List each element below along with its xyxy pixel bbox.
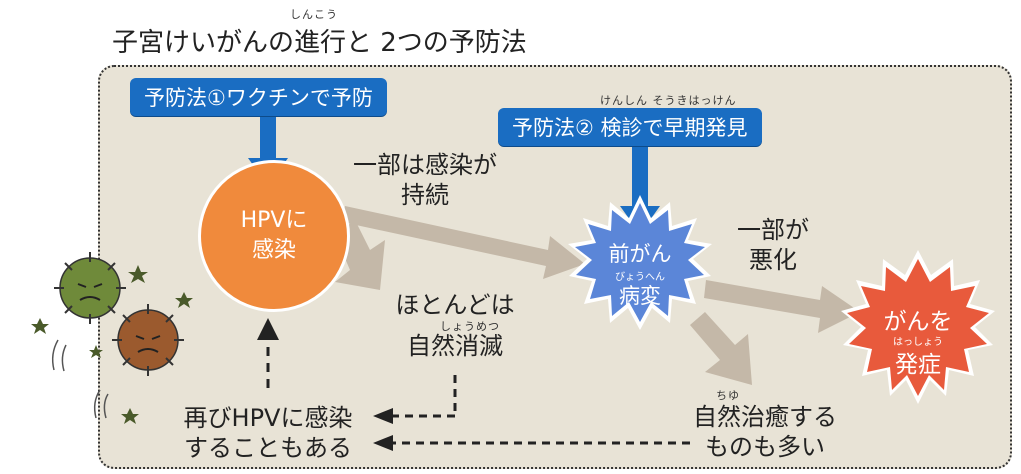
worsen-label-line2: 悪化 (749, 246, 797, 274)
heal-furigana: ちゆ (716, 389, 740, 402)
diagram-title: しんこう 子宮けいがんの進行と 2つの予防法 (112, 8, 527, 59)
hpv-label-line1: HPVに (240, 208, 308, 234)
vanish-furigana: しょうめつ (440, 320, 500, 333)
precancer-label-line2: 病変 (619, 284, 661, 308)
screening-furigana: けんしん そうきはっけん (600, 94, 737, 107)
arrow-heal (690, 312, 752, 385)
arrow-persist (342, 206, 585, 279)
vanish-label: ほとんどは しょうめつ 自然消滅 (380, 290, 530, 361)
cancer-label-line1: がんを (883, 309, 953, 335)
title-text: 子宮けいがんの進行と 2つの予防法 (112, 28, 527, 58)
motion-lines-icon (51, 339, 109, 419)
sparkle-icons (31, 265, 193, 424)
cancer-furigana: はっしょう (893, 337, 943, 348)
virus-green-icon (54, 252, 126, 324)
reinfect-label-line1: 再びHPVに感染 (183, 404, 353, 432)
precancer-furigana: びょうへん (615, 272, 665, 283)
persist-label-line2: 持続 (401, 181, 449, 209)
prevention-screening-tag: 予防法② 検診で早期発見 (498, 108, 762, 146)
precancer-label-line1: 前がん (608, 242, 672, 266)
prevention-vaccine-tag: 予防法①ワクチンで予防 (130, 78, 387, 116)
arrow-vanish-to-reinfect (373, 375, 457, 424)
persist-label: 一部は感染が 持続 (340, 150, 510, 210)
worsen-label: 一部が 悪化 (718, 215, 828, 275)
hpv-label-line2: 感染 (251, 238, 296, 263)
precancer-starburst (568, 195, 712, 330)
vanish-label-line1: ほとんどは (395, 291, 515, 319)
heal-label-line1: 自然治癒する (693, 403, 837, 431)
reinfect-label-line2: することもある (184, 434, 352, 462)
cancer-label-line2: 発症 (895, 352, 941, 378)
worsen-label-line1: 一部が (737, 216, 809, 244)
title-furigana: しんこう (290, 8, 338, 21)
hpv-infection-node: HPVに 感染 (198, 160, 350, 312)
reinfect-label: 再びHPVに感染 することもある (168, 403, 368, 463)
heal-label: ちゆ 自然治癒する ものも多い (680, 390, 850, 462)
arrow-worsen (704, 280, 860, 333)
virus-brown-icon (112, 304, 184, 376)
heal-label-line2: ものも多い (705, 433, 825, 461)
cancer-starburst (841, 250, 995, 404)
arrow-reinfect-up (257, 318, 279, 388)
persist-label-line1: 一部は感染が (353, 151, 497, 179)
arrow-heal-to-reinfect (373, 435, 690, 451)
vanish-label-line2: 自然消滅 (407, 332, 503, 360)
